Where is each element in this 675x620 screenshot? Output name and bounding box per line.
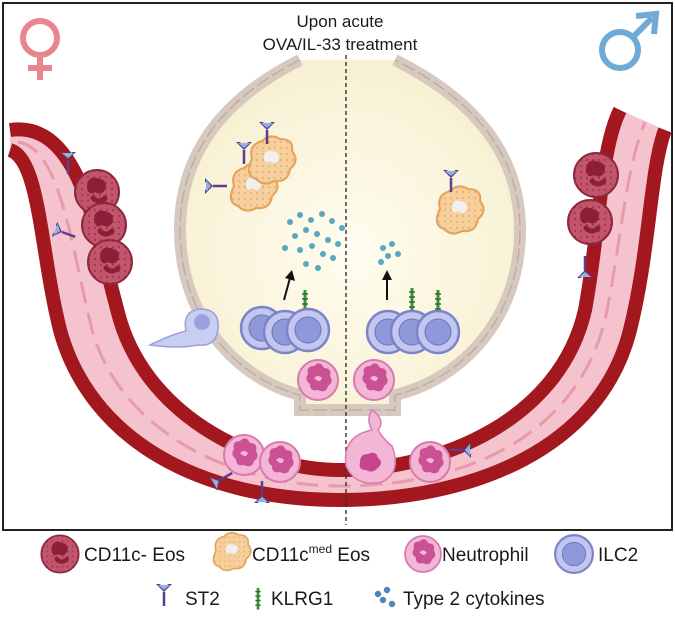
title-line-1: Upon acute [297,12,384,31]
secretion-arrow-right [382,270,392,300]
eos-med-cell [247,135,297,185]
neutrophil-cell [297,359,339,401]
legend-label-ilc2: ILC2 [598,545,638,566]
legend-label-cd11c-med-eos: CD11cmed Eos [252,542,370,566]
male-symbol-icon [599,10,660,71]
eos-neg-cell [568,200,612,244]
legend-item-neutrophil: Neutrophil [404,535,529,573]
neutrophil-cell [223,434,265,476]
legend-item-cd11c-neg-eos: CD11c- Eos [41,535,185,572]
female-symbol-icon [20,18,60,80]
title-line-2: OVA/IL-33 treatment [263,35,418,54]
cd11c-med-prefix: CD11c [252,545,309,566]
neutrophil-cell [353,359,395,401]
eos-neg-legend-icon [41,535,78,572]
legend-label-neutrophil: Neutrophil [442,545,529,566]
ilc2-legend-icon [553,533,595,575]
cd11c-med-suffix: Eos [332,545,370,566]
legend-item-ilc2: ILC2 [553,533,638,575]
alveolus [173,54,527,416]
st2-legend-icon [154,582,174,608]
ilc2-cell [285,307,331,353]
ilc2-cell [415,309,461,355]
legend-label-cd11c-neg-eos: CD11c- Eos [84,545,185,566]
transmigrating-neutrophil [344,408,397,484]
neutrophil-legend-icon [404,535,442,573]
legend-item-klrg1: KLRG1 [253,586,333,611]
eos-med-legend-icon [212,531,252,572]
type2-cytokine-cluster-right [378,241,401,265]
legend-label-type2-cytokines: Type 2 cytokines [403,589,545,610]
type2-cytokine-cluster-left [282,211,345,271]
eos-neg-cell [88,240,132,284]
legend-item-type2-cytokines: Type 2 cytokines [374,586,545,610]
neutrophil-cell [259,441,301,483]
legend-item-cd11c-med-eos: CD11cmed Eos [212,531,370,572]
secretion-arrow-left [283,270,295,301]
neutrophil-cell [409,441,451,483]
klrg1-legend-icon [253,586,263,611]
eos-med-cell [435,185,485,235]
legend-label-klrg1: KLRG1 [271,589,333,610]
migrating-ilc2 [147,308,219,348]
legend-label-st2: ST2 [185,589,220,610]
eos-neg-cell [574,153,618,197]
legend: CD11c- Eos CD11cmed Eos Neutrophil ILC2 … [41,531,638,611]
cd11c-med-sup: med [309,542,332,556]
legend-item-st2: ST2 [154,582,220,610]
cytokine-legend-icon [374,586,396,608]
